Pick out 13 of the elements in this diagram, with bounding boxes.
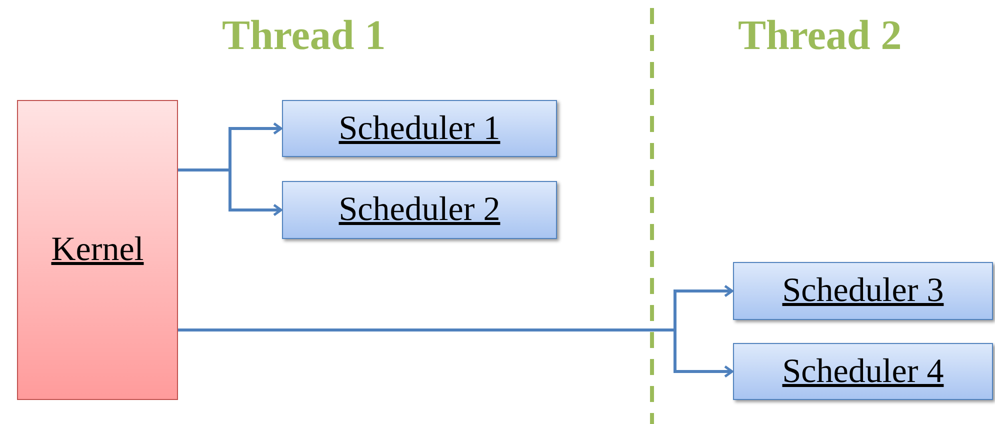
kernel-box	[17, 100, 178, 400]
scheduler-box	[733, 343, 993, 400]
node-label: Kernel	[51, 231, 144, 269]
scheduler-box	[733, 262, 993, 320]
node-label: Scheduler 2	[338, 191, 500, 229]
node-label: Scheduler 4	[782, 352, 944, 390]
scheduler-box	[282, 181, 557, 239]
arrow	[178, 168, 282, 216]
node-label: Scheduler 1	[338, 110, 500, 148]
thread-heading: Thread 2	[738, 12, 902, 60]
thread-heading: Thread 1	[222, 12, 386, 60]
node-label: Scheduler 3	[782, 272, 944, 310]
scheduler-box	[282, 100, 557, 157]
